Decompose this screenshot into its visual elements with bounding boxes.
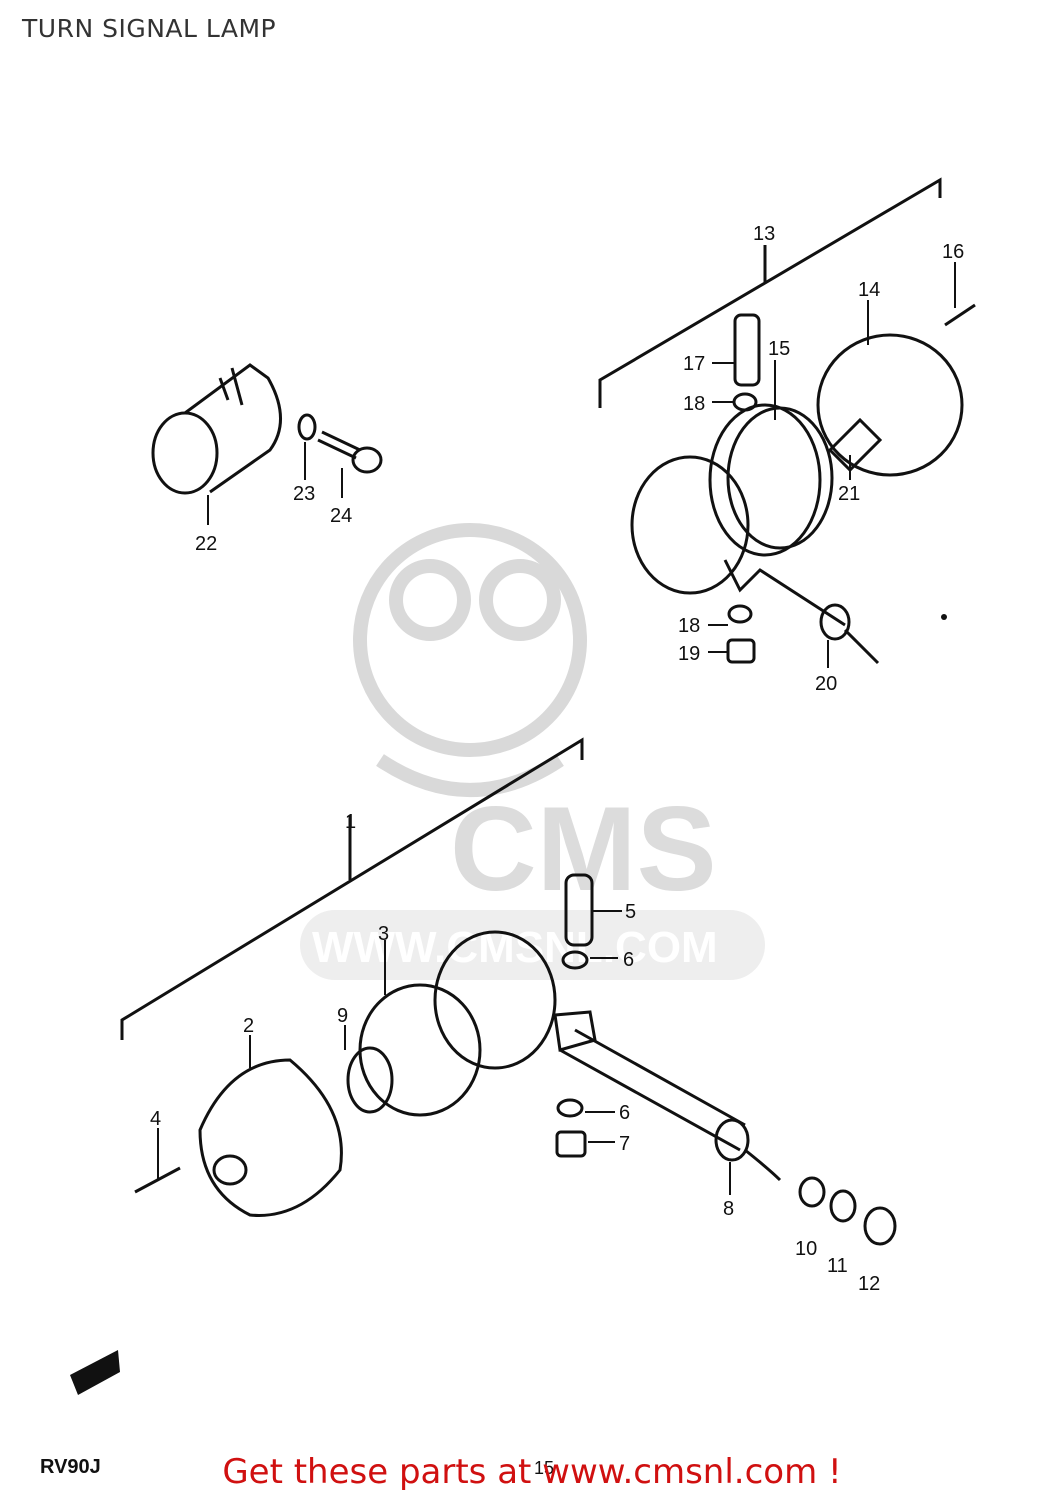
washer-6-bottom bbox=[556, 1098, 584, 1118]
lamp-body-22 bbox=[151, 363, 282, 495]
watermark-chin bbox=[376, 754, 564, 797]
washer-11 bbox=[829, 1189, 857, 1223]
callout-labels: 1 2 3 4 5 6 6 7 8 9 10 11 12 13 14 15 16… bbox=[150, 223, 964, 1295]
label-3: 3 bbox=[378, 923, 389, 945]
nut-12 bbox=[863, 1206, 897, 1246]
label-6-bottom: 6 bbox=[619, 1102, 630, 1124]
direction-arrow-icon bbox=[70, 1350, 120, 1395]
label-8: 8 bbox=[723, 1198, 734, 1220]
label-6-top: 6 bbox=[623, 949, 634, 971]
label-11: 11 bbox=[827, 1255, 848, 1277]
label-16: 16 bbox=[942, 241, 964, 263]
label-18-bottom: 18 bbox=[678, 615, 700, 637]
screw-16 bbox=[944, 303, 976, 327]
label-1: 1 bbox=[345, 811, 356, 833]
bracket-rear-assembly bbox=[598, 177, 942, 408]
watermark-url: WWW.CMSNL.COM bbox=[312, 923, 718, 972]
label-18-top: 18 bbox=[683, 393, 705, 415]
dot-mark bbox=[941, 614, 947, 620]
page-number: 15 bbox=[534, 1458, 555, 1478]
gasket-3 bbox=[358, 983, 482, 1117]
label-20: 20 bbox=[815, 673, 837, 695]
gasket-15 bbox=[708, 403, 822, 557]
lens-2 bbox=[198, 1058, 343, 1217]
bracket-front-assembly bbox=[120, 737, 584, 1040]
label-23: 23 bbox=[293, 483, 315, 505]
stem-rear bbox=[723, 559, 846, 627]
washer-10 bbox=[798, 1176, 826, 1208]
label-9: 9 bbox=[337, 1005, 348, 1027]
label-15: 15 bbox=[768, 338, 790, 360]
label-10: 10 bbox=[795, 1238, 817, 1260]
nut-20 bbox=[819, 603, 851, 641]
label-13: 13 bbox=[753, 223, 775, 245]
bolt-17 bbox=[733, 313, 761, 387]
label-21: 21 bbox=[838, 483, 860, 505]
label-12: 12 bbox=[858, 1273, 880, 1295]
washer-18-top bbox=[732, 392, 758, 412]
label-2: 2 bbox=[243, 1015, 254, 1037]
assembly-brackets bbox=[120, 177, 942, 1040]
nut-19 bbox=[726, 638, 756, 664]
label-7: 7 bbox=[619, 1133, 630, 1155]
washer-18-bottom bbox=[727, 604, 753, 624]
watermark-goggle-right bbox=[479, 559, 561, 641]
label-19: 19 bbox=[678, 643, 700, 665]
front-lamp-assembly bbox=[134, 873, 897, 1246]
bolt-24 bbox=[317, 430, 383, 474]
rear-lamp-assembly bbox=[630, 303, 976, 665]
model-code: RV90J bbox=[40, 1456, 101, 1478]
nut-8 bbox=[714, 1118, 750, 1162]
bulb-21 bbox=[827, 417, 883, 473]
callout-leaders bbox=[157, 262, 956, 1195]
label-22: 22 bbox=[195, 533, 217, 555]
label-5: 5 bbox=[625, 901, 636, 923]
label-24: 24 bbox=[330, 505, 352, 527]
nut-7 bbox=[555, 1130, 587, 1158]
washer-23 bbox=[297, 413, 317, 441]
label-14: 14 bbox=[858, 279, 880, 301]
diagram-title: TURN SIGNAL LAMP bbox=[22, 14, 277, 43]
housing-14 bbox=[816, 333, 964, 477]
watermark-brand: CMS bbox=[450, 782, 717, 916]
housing-front bbox=[433, 930, 557, 1070]
stem-front bbox=[559, 1028, 746, 1152]
label-4: 4 bbox=[150, 1108, 161, 1130]
watermark-goggle-left bbox=[389, 559, 471, 641]
watermark-head-shape bbox=[353, 523, 587, 757]
footer-link-text[interactable]: Get these parts at www.cmsnl.com ! bbox=[222, 1452, 842, 1492]
washer-6-top bbox=[561, 950, 589, 970]
label-17: 17 bbox=[683, 353, 705, 375]
bulb-9 bbox=[346, 1046, 394, 1114]
lens-rear bbox=[630, 455, 750, 595]
